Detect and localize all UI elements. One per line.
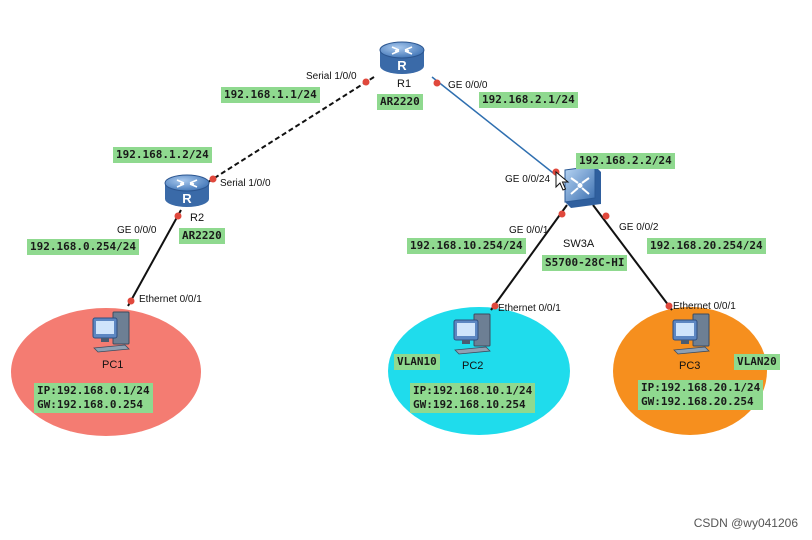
addr-vlan20-gw: 192.168.20.254/24 [647, 238, 766, 254]
port-r1-ge: GE 0/0/0 [448, 80, 488, 91]
mouse-cursor-icon [555, 170, 570, 191]
router-icon: R [164, 174, 210, 207]
addr-vlan10-gw: 192.168.10.254/24 [407, 238, 526, 254]
port-r2-serial: Serial 1/0/0 [220, 178, 271, 189]
port-sw-ge2: GE 0/0/2 [619, 222, 659, 233]
pc3-gw: GW:192.168.20.254 [641, 395, 754, 408]
port-r1-serial: Serial 1/0/0 [306, 71, 357, 82]
pc1-info: IP:192.168.0.1/24 GW:192.168.0.254 [34, 383, 153, 413]
sw3a-name: SW3A [563, 238, 595, 250]
router-r1[interactable]: R [379, 41, 425, 74]
addr-r2-serial: 192.168.1.2/24 [113, 147, 212, 163]
addr-sw-ge24: 192.168.2.2/24 [576, 153, 675, 169]
router-r2[interactable]: R [164, 174, 210, 207]
r2-name: R2 [190, 212, 205, 224]
pc3-info: IP:192.168.20.1/24 GW:192.168.20.254 [638, 380, 764, 410]
pc1-ip: IP:192.168.0.1/24 [37, 384, 150, 397]
pc3-name: PC3 [679, 360, 701, 372]
link-sw3a-pc3 [592, 204, 673, 311]
sw3a-model: S5700-28C-HI [542, 255, 628, 271]
addr-r2-ge: 192.168.0.254/24 [27, 239, 139, 255]
pc1-device[interactable] [92, 311, 130, 353]
switch-sw3a[interactable] [564, 165, 601, 208]
link-r1-r2-serial [204, 76, 375, 185]
watermark: CSDN @wy041206 [693, 516, 798, 530]
link-r2-pc1 [127, 209, 182, 307]
pc2-gw: GW:192.168.10.254 [413, 398, 526, 411]
desktop-pc-icon [453, 313, 491, 355]
addr-r1-serial: 192.168.1.1/24 [221, 87, 320, 103]
pc1-gw: GW:192.168.0.254 [37, 398, 143, 411]
port-pc3-eth: Ethernet 0/0/1 [673, 301, 736, 312]
addr-r1-ge: 192.168.2.1/24 [479, 92, 578, 108]
r2-model: AR2220 [179, 228, 225, 244]
pc3-ip: IP:192.168.20.1/24 [641, 381, 761, 394]
port-r2-ge: GE 0/0/0 [117, 225, 157, 236]
pc1-name: PC1 [102, 359, 124, 371]
port-sw-ge1: GE 0/0/1 [509, 225, 549, 236]
pc2-device[interactable] [453, 313, 491, 355]
router-icon: R [379, 41, 425, 74]
pc2-ip: IP:192.168.10.1/24 [413, 384, 533, 397]
r1-name: R1 [397, 78, 412, 90]
port-pc2-eth: Ethernet 0/0/1 [498, 303, 561, 314]
pc3-device[interactable] [672, 313, 710, 355]
svg-text:R: R [182, 191, 192, 206]
desktop-pc-icon [92, 311, 130, 353]
pc2-info: IP:192.168.10.1/24 GW:192.168.10.254 [410, 383, 536, 413]
l3-switch-icon [564, 165, 601, 208]
desktop-pc-icon [672, 313, 710, 355]
svg-text:R: R [397, 58, 407, 73]
pc3-vlan-tag: VLAN20 [734, 354, 780, 370]
link-r1-sw3a [431, 76, 563, 181]
port-dots [127, 78, 673, 310]
link-sw3a-pc2 [490, 204, 568, 311]
pc2-vlan-tag: VLAN10 [394, 354, 440, 370]
pc2-name: PC2 [462, 360, 484, 372]
port-sw-ge24: GE 0/0/24 [505, 174, 551, 185]
r1-model: AR2220 [377, 94, 423, 110]
port-pc1-eth: Ethernet 0/0/1 [139, 294, 202, 305]
